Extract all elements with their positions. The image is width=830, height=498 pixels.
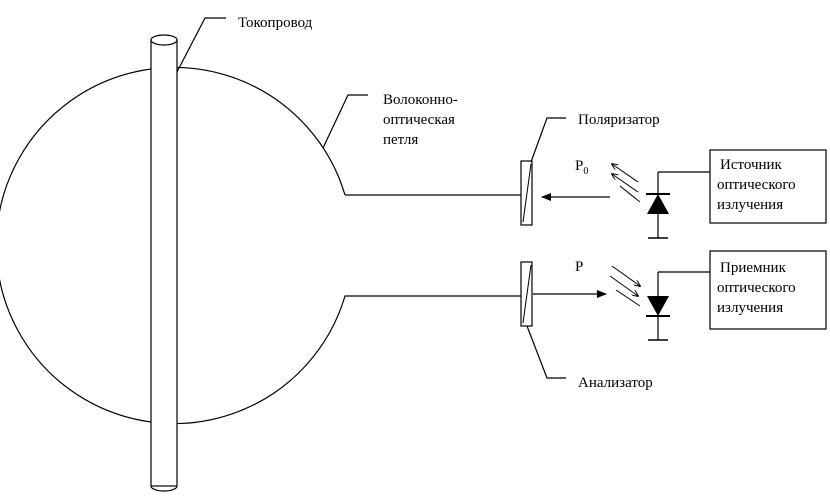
receiver-photodiode-icon: [646, 271, 710, 341]
source-label-line1: Источник: [720, 157, 783, 173]
source-led-icon: [646, 171, 710, 239]
analyzer-element: [520, 261, 533, 327]
source-box: [709, 149, 827, 224]
receiver-label-line1: Приемник: [720, 260, 787, 276]
analyzer-leader: [526, 325, 566, 379]
receiver-label-line2: оптического: [717, 280, 796, 296]
fiber-optic-loop: [0, 66, 522, 425]
polarizer-element: [520, 160, 533, 226]
fiber-loop-leader: [322, 94, 368, 149]
beam-p0-label: P0: [575, 158, 588, 177]
receiver-incident-rays-icon: [609, 265, 640, 307]
receiver-box: [709, 250, 827, 330]
conductor-rod: [150, 34, 178, 492]
conductor-leader: [176, 17, 226, 73]
fiber-loop-label-line2: оптическая: [383, 112, 455, 128]
conductor-label: Токопровод: [238, 15, 313, 31]
beam-p-label: P: [575, 259, 583, 275]
source-label-line2: оптического: [717, 177, 796, 193]
polarizer-label: Поляризатор: [578, 112, 660, 128]
fiber-loop-label-line3: петля: [383, 132, 418, 148]
receiver-label-line3: излучения: [717, 300, 783, 316]
fiber-loop-label-line1: Волоконно-: [383, 92, 458, 108]
source-label-line3: излучения: [717, 197, 783, 213]
polarizer-leader: [530, 117, 566, 163]
analyzer-label: Анализатор: [578, 375, 653, 391]
source-emission-rays-icon: [612, 164, 641, 203]
